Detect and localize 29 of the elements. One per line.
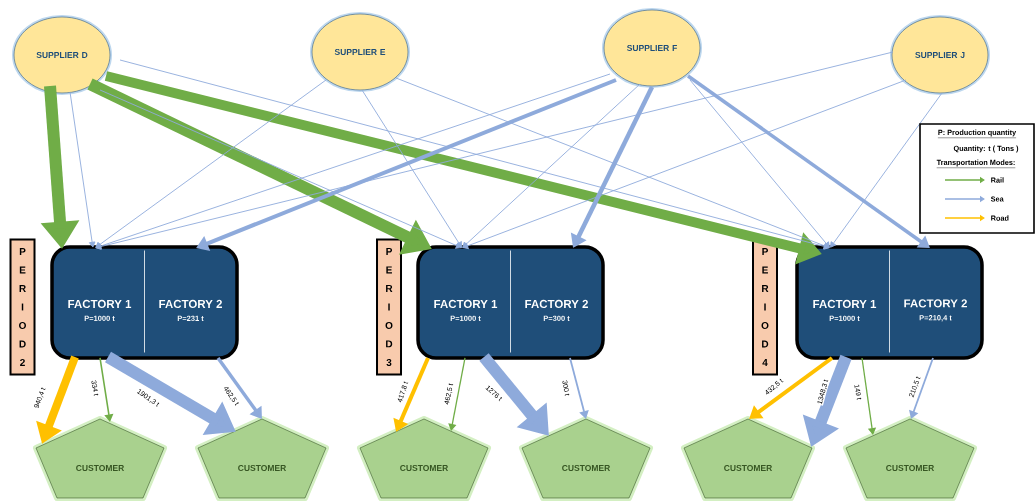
arrow — [861, 357, 877, 435]
arrow — [216, 356, 262, 419]
arrow — [689, 79, 830, 248]
arrow — [99, 89, 462, 249]
arrow — [99, 357, 114, 422]
arrow — [569, 357, 589, 419]
customer-pentagon: CUSTOMER — [681, 416, 815, 501]
arrow — [395, 77, 830, 249]
arrow — [448, 357, 466, 431]
customer-pentagon: CUSTOMER — [843, 416, 977, 501]
arrow — [909, 357, 934, 419]
arrow — [361, 89, 462, 248]
customer-pentagon: CUSTOMER — [519, 416, 653, 501]
factory-box — [416, 245, 605, 360]
arrow — [462, 79, 907, 249]
period-box: P E R I O D 3 — [376, 238, 402, 376]
period-box: P E R I O D 4 — [752, 238, 778, 376]
customer-pentagon: CUSTOMER — [357, 416, 491, 501]
customer-pentagon: CUSTOMER — [33, 416, 167, 501]
arrow — [687, 74, 930, 248]
arrow — [749, 356, 834, 419]
factory-box — [50, 245, 239, 360]
arrow — [830, 92, 943, 248]
arrow — [462, 83, 641, 248]
arrow — [69, 91, 96, 248]
period-box: P E R I O D 2 — [9, 238, 36, 376]
customer-pentagon: CUSTOMER — [195, 416, 329, 501]
arrow — [95, 79, 327, 248]
factory-box — [795, 245, 984, 360]
